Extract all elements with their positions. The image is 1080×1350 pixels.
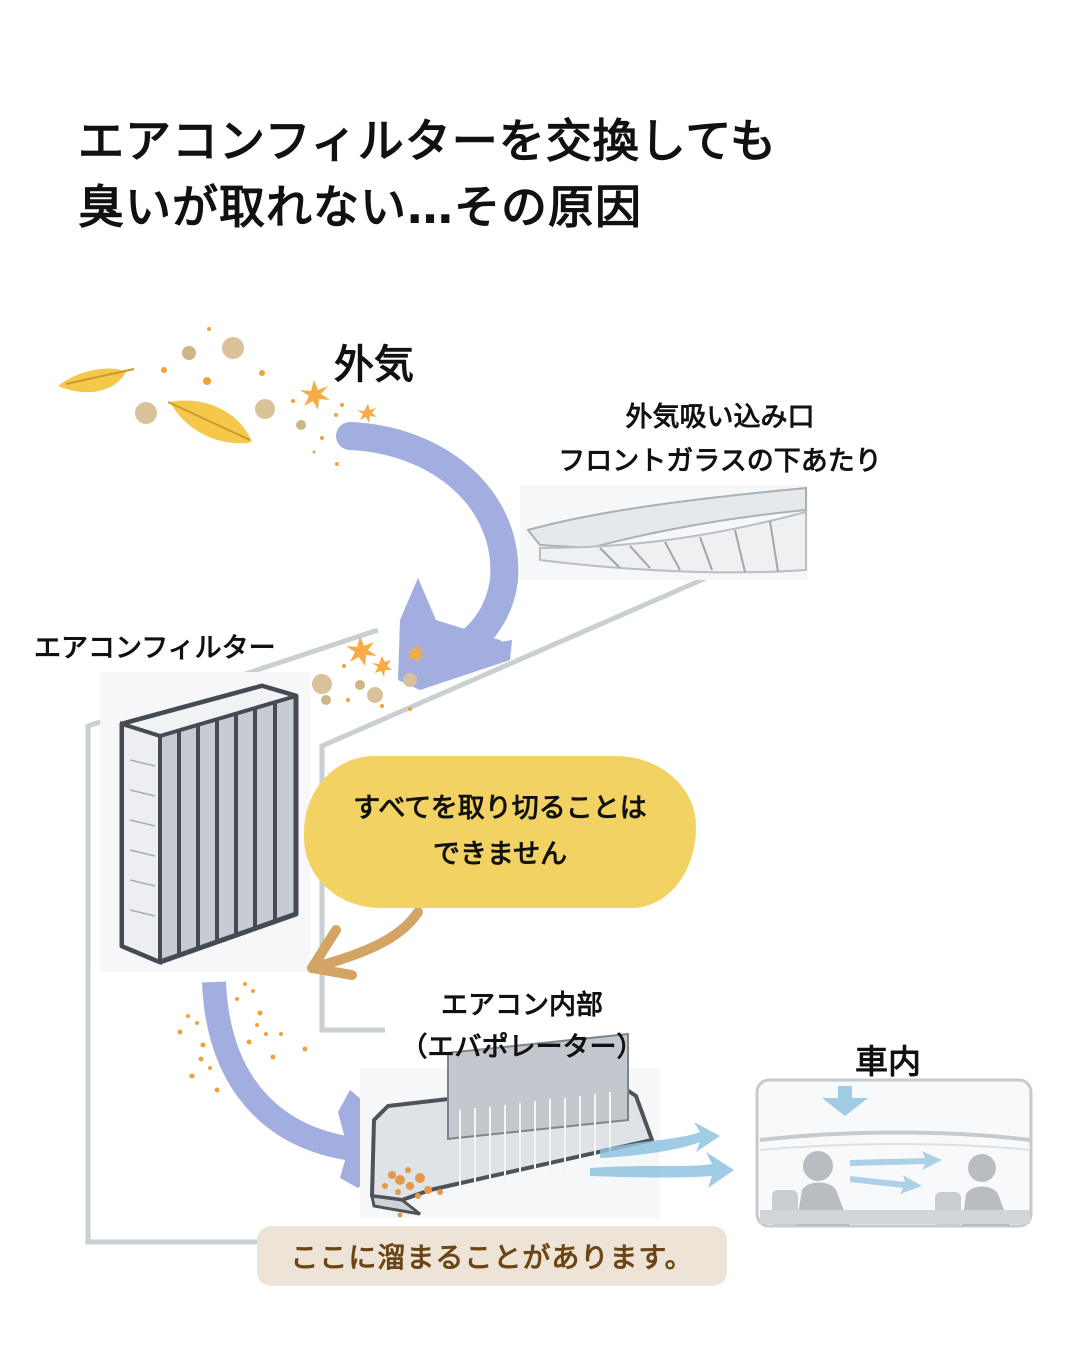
title-line-2: 臭いが取れない…その原因	[78, 180, 642, 234]
callout-line-1: すべてを取り切ることは	[353, 793, 647, 824]
title-line-1: エアコンフィルターを交換しても	[78, 114, 778, 168]
intake-label-line-1: 外気吸い込み口	[625, 402, 815, 433]
spark-icons	[300, 380, 377, 423]
leaf-icon	[58, 368, 135, 393]
intake-label-line-2: フロントガラスの下あたり	[558, 446, 882, 477]
evaporator-illustration	[360, 1032, 660, 1218]
page-title: エアコンフィルターを交換しても 臭いが取れない…その原因	[78, 108, 777, 240]
airflow-arrow-intake	[336, 422, 519, 690]
air-outflow-arrows	[590, 1122, 734, 1188]
callout-line-2: できません	[432, 839, 568, 870]
callout-bubble: すべてを取り切ることは できません	[304, 756, 696, 908]
dust-particles	[161, 327, 344, 466]
intake-label: 外気吸い込み口 フロントガラスの下あたり	[520, 396, 920, 484]
cabin-label: 車内	[855, 1042, 921, 1081]
dust-particles	[177, 982, 308, 1093]
pollen-particles	[312, 664, 417, 711]
outside-air-label: 外気	[334, 342, 414, 388]
accumulation-note: ここに溜まることがあります。	[257, 1226, 727, 1286]
callout-arrow	[307, 907, 423, 980]
evaporator-label-line-2: （エバポレーター）	[400, 1032, 644, 1063]
evaporator-label-line-1: エアコン内部	[441, 990, 603, 1021]
windshield-intake-illustration	[520, 485, 808, 580]
evaporator-label: エアコン内部 （エバポレーター）	[372, 985, 672, 1069]
spark-icons	[346, 636, 425, 677]
ac-filter-label: エアコンフィルター	[34, 633, 276, 664]
cabin-illustration	[755, 1078, 1033, 1228]
leaf-icon	[167, 400, 252, 444]
ac-filter-illustration	[100, 672, 310, 972]
